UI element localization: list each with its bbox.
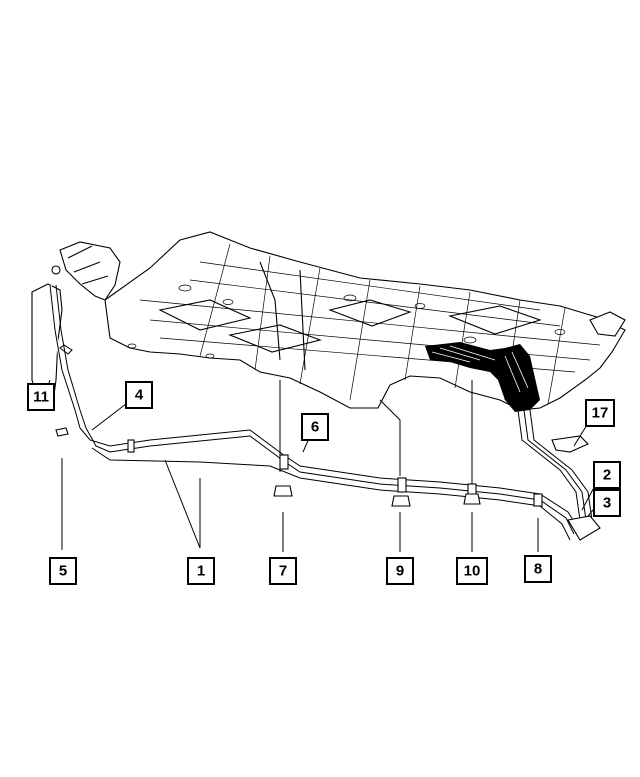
callout-2-label: 2 bbox=[603, 467, 611, 484]
callout-5-label: 5 bbox=[59, 563, 67, 580]
callout-8: 8 bbox=[524, 555, 552, 583]
callout-10: 10 bbox=[456, 557, 488, 585]
callout-7-label: 7 bbox=[279, 563, 287, 580]
callout-6: 6 bbox=[301, 413, 329, 441]
callout-1-label: 1 bbox=[197, 563, 205, 580]
fuel-tube-bundle bbox=[55, 409, 601, 541]
callout-9: 9 bbox=[386, 557, 414, 585]
callout-11: 11 bbox=[27, 383, 55, 411]
callout-6-label: 6 bbox=[311, 419, 319, 436]
callout-2: 2 bbox=[593, 461, 621, 489]
callout-10-label: 10 bbox=[464, 563, 481, 580]
leader-lines bbox=[43, 379, 599, 552]
callout-3-label: 3 bbox=[603, 495, 611, 512]
callout-4-label: 4 bbox=[135, 387, 144, 404]
callout-17: 17 bbox=[585, 399, 615, 427]
callout-4: 4 bbox=[125, 381, 153, 409]
callout-11-label: 11 bbox=[33, 389, 49, 406]
callout-9-label: 9 bbox=[396, 563, 404, 580]
callout-17-label: 17 bbox=[592, 405, 609, 422]
callout-5: 5 bbox=[49, 557, 77, 585]
callout-8-label: 8 bbox=[534, 561, 542, 578]
floor-pan bbox=[59, 231, 626, 412]
callout-3: 3 bbox=[593, 489, 621, 517]
callout-1: 1 bbox=[187, 557, 215, 585]
callout-7: 7 bbox=[269, 557, 297, 585]
